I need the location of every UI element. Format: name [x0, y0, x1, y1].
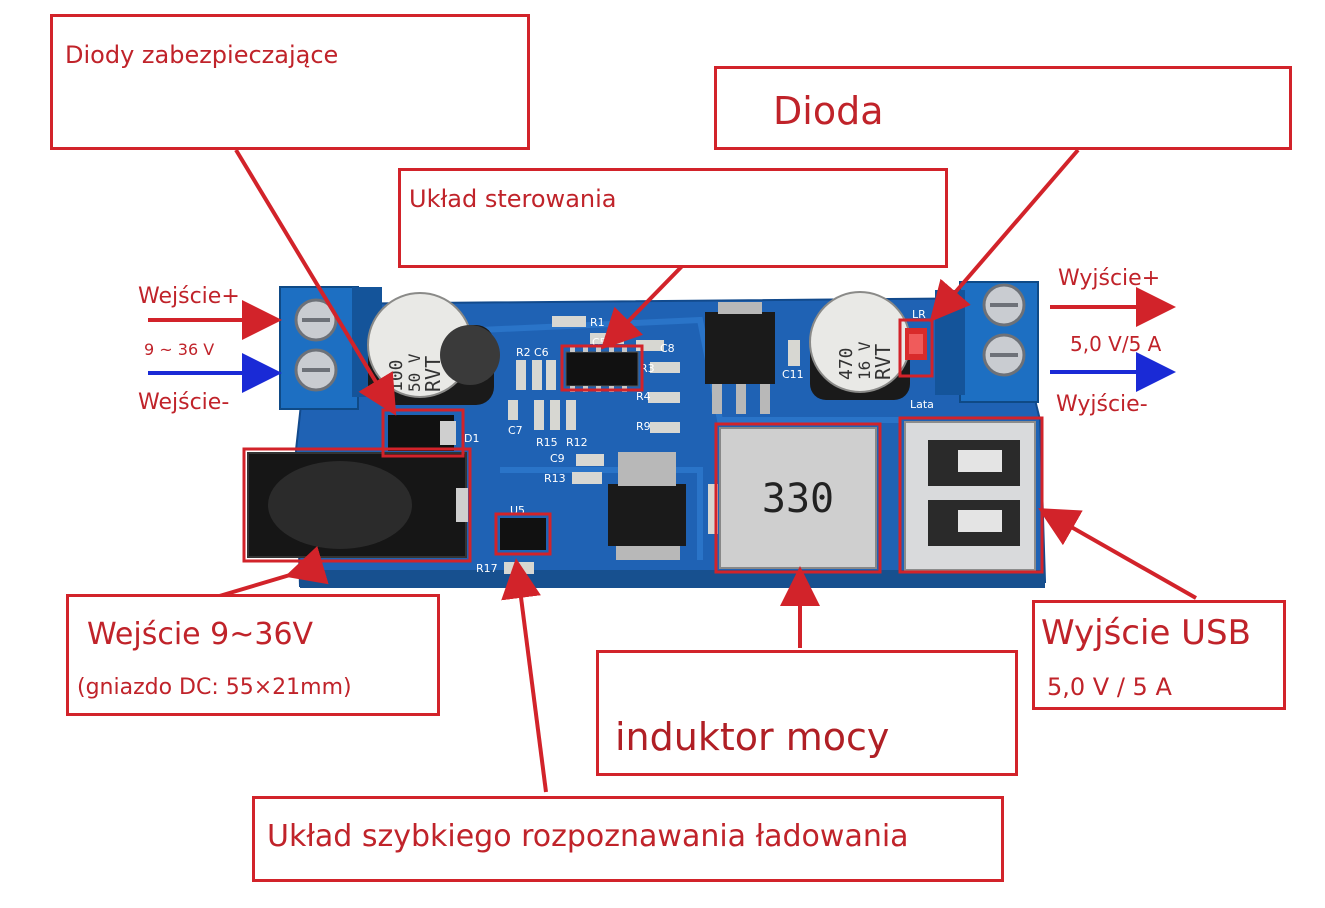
silk-lr: LR — [912, 308, 926, 321]
bottom-mosfet — [608, 452, 686, 560]
callout-fast-charge-text: Układ szybkiego rozpoznawania ładowania — [267, 819, 909, 854]
cap2-line-2: 16 V — [855, 341, 874, 380]
cap2-line-3: RVT — [871, 344, 895, 380]
silk-c11: C11 — [782, 368, 804, 381]
callout-fast-charge: Układ szybkiego rozpoznawania ładowania — [252, 796, 1004, 882]
silk-c6: C6 — [534, 346, 549, 359]
input-minus-label: Wejście- — [138, 390, 230, 415]
output-minus-label: Wyjście- — [1056, 392, 1148, 417]
arrow-diode — [929, 148, 1080, 323]
cap1-line-2: 50 V — [405, 353, 424, 392]
usb-port — [904, 421, 1036, 571]
callout-control-circuit: Układ sterowania — [398, 168, 948, 268]
highlight-u5 — [494, 512, 552, 556]
silk-lata: Lata — [910, 398, 934, 411]
callout-usb-output-sub: 5,0 V / 5 A — [1047, 673, 1172, 701]
callout-protection-diodes-text: Diody zabezpieczające — [65, 41, 339, 69]
output-spec-label: 5,0 V/5 A — [1070, 332, 1162, 356]
highlight-dc-jack — [242, 447, 472, 563]
callout-diode: Dioda — [714, 66, 1292, 150]
pcb-edge-shade — [300, 570, 1045, 588]
input-plus-label: Wejście+ — [138, 284, 240, 309]
silk-r2: R2 — [516, 346, 531, 359]
silk-r15: R15 — [536, 436, 558, 449]
arrow-u5 — [501, 558, 548, 793]
top-mosfet — [705, 302, 775, 414]
callout-protection-diodes: Diody zabezpieczające — [50, 14, 530, 150]
highlight-led — [898, 318, 934, 378]
highlight-protection-diode — [381, 408, 465, 458]
power-inductor: 330 — [719, 427, 877, 569]
control-ic — [565, 346, 639, 392]
callout-input-jack-title: Wejście 9~36V — [87, 617, 314, 652]
input-range-label: 9 ~ 36 V — [144, 340, 215, 359]
callout-usb-output-title: Wyjście USB — [1041, 613, 1251, 653]
silk-c7: C7 — [508, 424, 523, 437]
callout-usb-output: Wyjście USB 5,0 V / 5 A — [1032, 600, 1286, 710]
smd-components — [508, 316, 800, 534]
inductor-value: 330 — [762, 476, 834, 522]
silk-r9: R9 — [636, 420, 651, 433]
input-capacitor — [367, 292, 500, 405]
silk-r13: R13 — [544, 472, 566, 485]
protection-diode-d1 — [388, 415, 456, 451]
arrow-control — [600, 256, 692, 350]
dc-jack — [247, 452, 468, 558]
status-led — [905, 328, 927, 360]
cap1-line-3: RVT — [421, 356, 445, 392]
silk-c9: C9 — [550, 452, 565, 465]
silk-c8: C8 — [660, 342, 675, 355]
callout-input-jack-sub: (gniazdo DC: 55×21mm) — [77, 675, 352, 700]
output-capacitor-label: 470 16 V RVT — [836, 341, 895, 380]
silk-r1: R1 — [590, 316, 605, 329]
callout-power-inductor: induktor mocy — [596, 650, 1018, 776]
callout-control-circuit-text: Układ sterowania — [409, 185, 617, 213]
highlight-usb — [898, 416, 1044, 574]
arrow-protection-diodes — [234, 148, 397, 416]
callout-input-jack: Wejście 9~36V (gniazdo DC: 55×21mm) — [66, 594, 440, 716]
silk-r12: R12 — [566, 436, 588, 449]
silk-r3: R3 — [640, 362, 655, 375]
arrow-usb — [1038, 508, 1197, 600]
silk-r4: R4 — [636, 390, 651, 403]
output-capacitor — [809, 291, 911, 400]
cap1-line-1: 100 — [386, 359, 407, 392]
cap2-line-1: 470 — [836, 347, 857, 380]
callout-power-inductor-text: induktor mocy — [615, 715, 890, 759]
callout-diode-text: Dioda — [773, 89, 884, 133]
silk-d1: D1 — [464, 432, 479, 445]
output-plus-label: Wyjście+ — [1058, 266, 1161, 291]
silk-r17: R17 — [476, 562, 498, 575]
